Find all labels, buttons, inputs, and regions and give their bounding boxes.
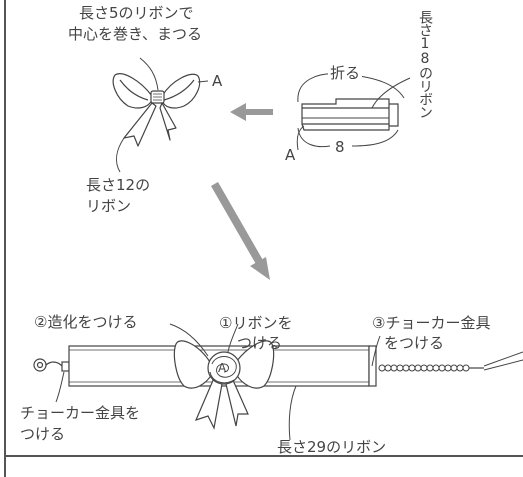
step1-line1: ①リボンを bbox=[219, 314, 293, 332]
folded-ribbon-illustration bbox=[301, 98, 399, 131]
step3-line1: ③チョーカー金具 bbox=[372, 314, 491, 332]
choker-clasp-left-line2: つける bbox=[20, 425, 66, 443]
tie-instruction-line2: 中心を巻き、まつる bbox=[68, 25, 202, 43]
ribbon-18-vertical-label: 長さ18のリボン bbox=[417, 10, 433, 118]
point-a-bow-label: A bbox=[212, 72, 223, 90]
width-arc bbox=[297, 127, 399, 148]
tie-instruction-line1: 長さ5のリボンで bbox=[79, 4, 194, 22]
choker-clasp-left-line1: チョーカー金具を bbox=[20, 404, 141, 422]
arrow-diagonal bbox=[211, 182, 270, 280]
leader-line-a-fold bbox=[296, 125, 305, 151]
step3-line2: をつける bbox=[384, 334, 445, 352]
leader-line-step1 bbox=[227, 323, 239, 353]
frame-left-border bbox=[4, 0, 6, 477]
small-bow-illustration bbox=[112, 73, 201, 147]
leader-line-step2 bbox=[169, 323, 209, 357]
frame-bottom-border bbox=[4, 455, 523, 457]
leader-line-clasp-left bbox=[55, 371, 65, 403]
leader-line-29 bbox=[288, 385, 297, 441]
step1-line2: つける bbox=[237, 334, 283, 352]
leader-line-18 bbox=[371, 77, 411, 109]
width-8-label: 8 bbox=[335, 138, 345, 156]
ribbon-29-label: 長さ29のリボン bbox=[277, 438, 387, 456]
step2-label: ②造化をつける bbox=[34, 313, 138, 331]
leader-line-12 bbox=[116, 137, 125, 173]
fold-label: 折る bbox=[328, 64, 363, 83]
center-a-label: A bbox=[218, 361, 227, 375]
leader-line-tie bbox=[139, 57, 159, 91]
leader-line-step3 bbox=[371, 335, 381, 367]
point-a-fold-label: A bbox=[285, 146, 296, 164]
choker-illustration bbox=[33, 340, 523, 430]
ribbon-12-line2: リボン bbox=[86, 197, 132, 215]
arrow-left bbox=[230, 103, 273, 121]
leader-line-a-bow bbox=[197, 80, 209, 83]
ribbon-12-line1: 長さ12の bbox=[86, 176, 151, 194]
